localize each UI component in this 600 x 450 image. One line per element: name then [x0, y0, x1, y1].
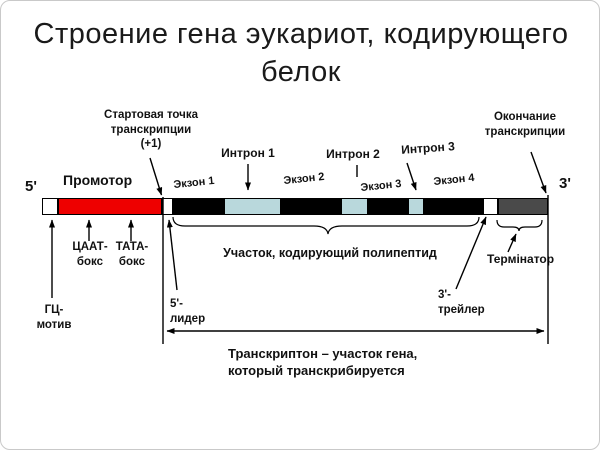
five-prime-label: 5': [25, 178, 37, 195]
gene-bar: [42, 198, 548, 215]
exon3-segment: [368, 198, 408, 215]
terminator-label: Термінатор: [487, 252, 555, 266]
transcripton-label: Транскриптон – участок гена, который тра…: [228, 346, 418, 378]
exon2-label: Экзон 2: [282, 170, 325, 188]
terminator-brace: [496, 219, 543, 232]
promoter-segment: [58, 198, 162, 215]
intron1-label: Интрон 1: [221, 146, 275, 160]
intron2-label: Интрон 2: [326, 147, 380, 161]
intron2-segment: [341, 198, 368, 215]
three-trailer-arrow: [455, 216, 487, 290]
terminator-arrow: [507, 233, 517, 253]
intron3-segment: [408, 198, 424, 215]
intron3-arrow: [406, 162, 417, 191]
transcription-end-arrow: [530, 151, 547, 194]
five-leader-label: 5'- лидер: [170, 298, 206, 325]
gc-motif-label: ГЦ- мотив: [36, 304, 72, 331]
start-point-label: Стартовая точка транскрипции (+1): [104, 109, 198, 150]
intron3-label: Интрон 3: [400, 139, 456, 157]
slide-title: Строение гена эукариот, кодирующего бело…: [1, 15, 599, 91]
five-leader-arrow: [166, 219, 178, 291]
tata-box-label: ТАТА- бокс: [115, 241, 149, 268]
three-prime-label: 3': [559, 175, 571, 192]
three-trailer-label: 3'- трейлер: [438, 289, 485, 316]
three-trailer-gap-segment: [483, 198, 498, 215]
exon1-segment: [173, 198, 224, 215]
transcription-end-label: Окончание транскрипции: [484, 111, 566, 138]
exon4-label: Экзон 4: [432, 171, 475, 189]
start-point-arrow: [149, 157, 163, 196]
five-leader-gap-segment: [162, 198, 173, 215]
exon2-segment: [281, 198, 341, 215]
intron1-segment: [224, 198, 281, 215]
exon4-segment: [424, 198, 483, 215]
gc-motif-box-segment: [42, 198, 58, 215]
coding-region-label: Участок, кодирующий полипептид: [223, 246, 437, 260]
exon1-label: Экзон 1: [172, 174, 215, 192]
slide-title-line2: кодирующего белок: [260, 18, 569, 88]
caat-box-label: ЦААТ- бокс: [72, 241, 108, 268]
exon3-label: Экзон 3: [359, 177, 402, 195]
promoter-label: Промотор: [63, 172, 133, 188]
terminator-segment: [498, 198, 548, 215]
coding-region-brace: [172, 216, 480, 235]
slide-title-line1: Строение гена эукариот,: [33, 18, 375, 50]
